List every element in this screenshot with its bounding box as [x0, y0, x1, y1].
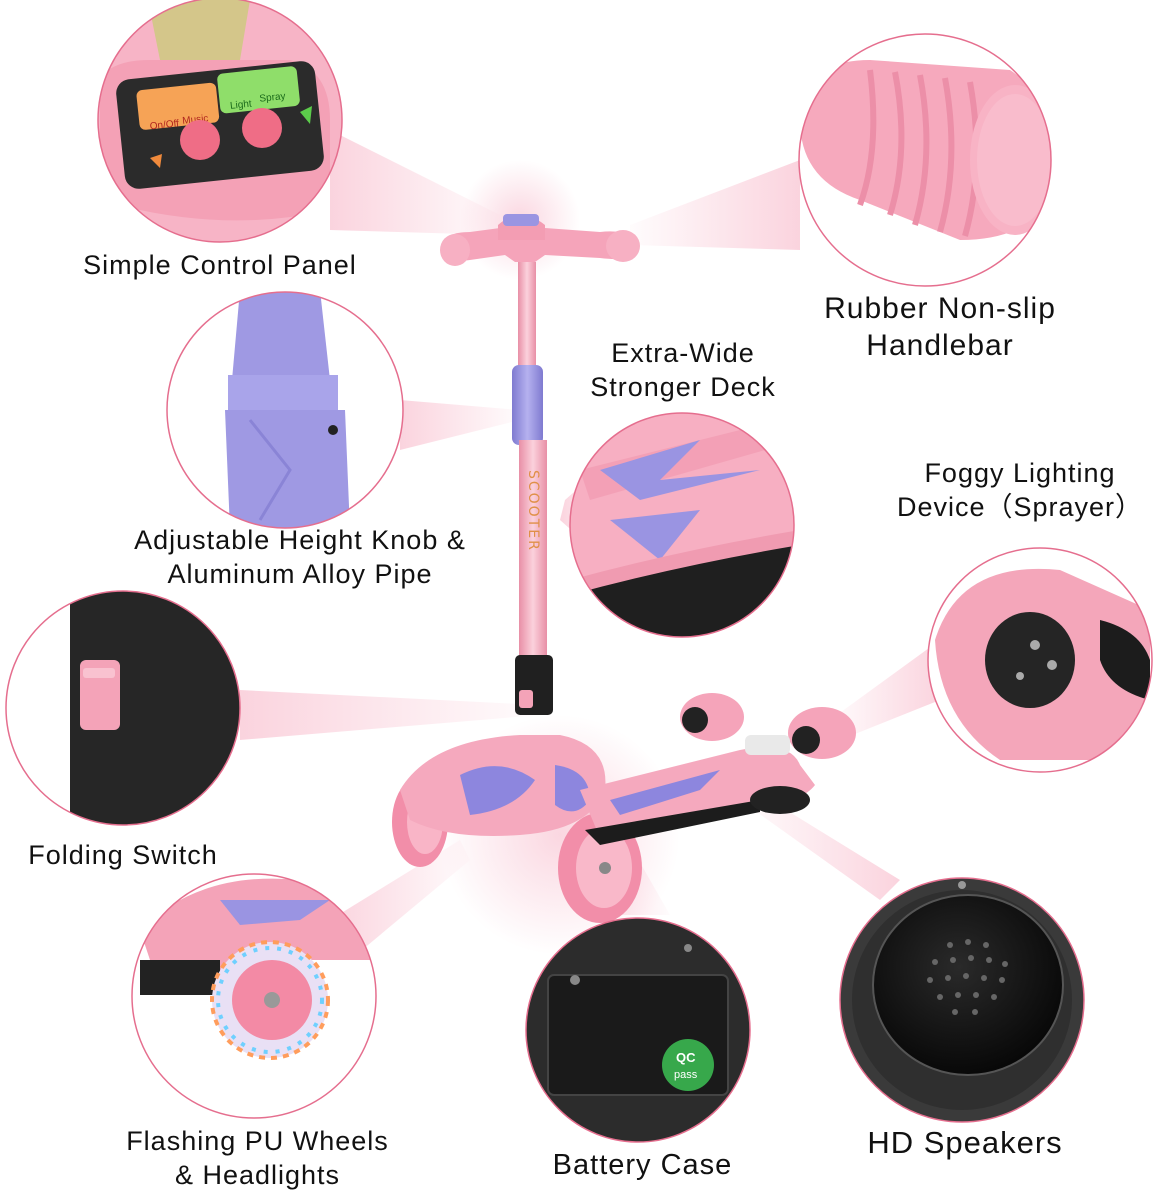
callout-battery: QC pass	[525, 917, 751, 1143]
light-button-graphic	[242, 108, 282, 148]
callout-deck	[569, 412, 795, 638]
callout-control-panel: On/Off Music Light Spray	[97, 0, 343, 243]
label-knob-line1: Adjustable Height Knob &	[134, 525, 466, 555]
label-foggy-line1: Foggy Lighting	[924, 458, 1116, 488]
label-deck: Extra-Wide Stronger Deck	[568, 336, 798, 404]
speaker-grille	[927, 939, 1008, 1015]
label-folding-text: Folding Switch	[28, 840, 218, 870]
label-handlebar-line1: Rubber Non-slip	[824, 292, 1056, 325]
label-handlebar-line2: Handlebar	[866, 329, 1014, 362]
label-knob: Adjustable Height Knob & Aluminum Alloy …	[105, 523, 495, 591]
label-speakers-text: HD Speakers	[867, 1125, 1063, 1160]
onoff-button-graphic	[180, 120, 220, 160]
label-folding: Folding Switch	[8, 838, 238, 872]
callout-handlebar	[798, 33, 1052, 287]
label-handlebar: Rubber Non-slip Handlebar	[790, 290, 1090, 364]
label-wheels: Flashing PU Wheels & Headlights	[110, 1124, 405, 1192]
label-deck-line1: Extra-Wide	[611, 338, 755, 368]
label-knob-line2: Aluminum Alloy Pipe	[167, 559, 433, 589]
callout-folding	[5, 590, 241, 826]
callout-knob	[166, 291, 404, 529]
label-wheels-line1: Flashing PU Wheels	[126, 1126, 389, 1156]
label-control-panel: Simple Control Panel	[60, 248, 380, 282]
label-control-panel-text: Simple Control Panel	[83, 250, 357, 280]
label-speakers: HD Speakers	[850, 1126, 1080, 1160]
btn-onoff-label: On/Off	[149, 118, 179, 132]
btn-spray-label: Spray	[259, 91, 286, 105]
label-battery-text: Battery Case	[552, 1149, 733, 1181]
callout-wheels	[131, 873, 377, 1119]
label-foggy-line2: Device（Sprayer）	[896, 492, 1144, 522]
callout-speaker	[839, 877, 1085, 1123]
callout-fog	[927, 547, 1153, 773]
label-deck-line2: Stronger Deck	[590, 372, 776, 402]
btn-light-label: Light	[230, 99, 253, 112]
label-battery: Battery Case	[530, 1148, 755, 1182]
stem-text: SCOOTER	[525, 470, 541, 552]
label-wheels-line2: & Headlights	[174, 1160, 341, 1190]
scooter-illustration: SCOOTER	[392, 214, 856, 923]
qc-badge-line1: QC	[676, 1050, 696, 1065]
label-foggy: Foggy Lighting Device（Sprayer）	[895, 456, 1145, 524]
qc-badge-line2: pass	[674, 1069, 698, 1081]
